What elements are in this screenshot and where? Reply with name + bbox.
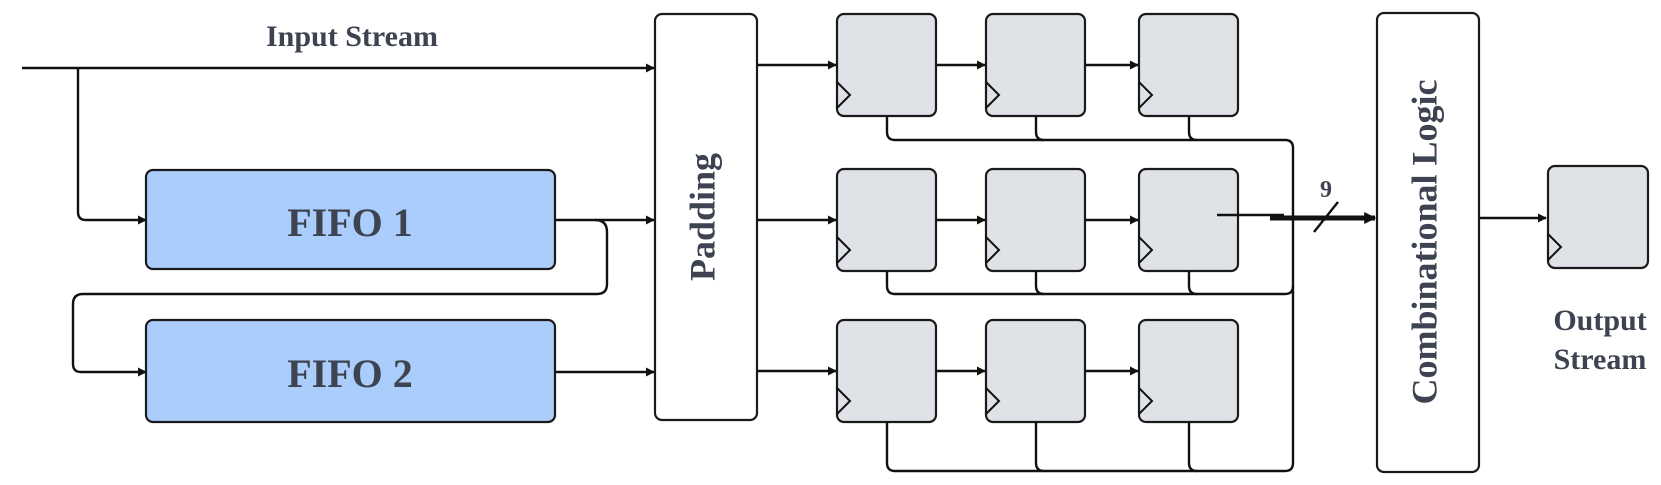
- bus-collector: [1284, 138, 1295, 473]
- register-r2-c3: [1137, 167, 1240, 273]
- output-register: [1546, 164, 1650, 270]
- register-tap: [885, 116, 896, 142]
- clock-marker: [836, 81, 852, 109]
- clock-marker: [1138, 81, 1154, 109]
- clock-marker: [836, 387, 852, 415]
- fifo-2-label: FIFO 2: [287, 351, 413, 396]
- clock-marker: [985, 81, 1001, 109]
- output-stream-label-line2: Stream: [1554, 343, 1647, 376]
- register-tap: [1034, 422, 1045, 473]
- input-stream-label: Input Stream: [266, 20, 438, 53]
- register-tap: [885, 422, 896, 473]
- padding-block: Padding: [653, 12, 759, 422]
- clock-marker: [985, 387, 1001, 415]
- register-grid: [835, 12, 1295, 473]
- register-r1-c2: [984, 12, 1087, 118]
- register-r3-c3: [1137, 318, 1240, 424]
- fifo-2-block: FIFO 2: [144, 318, 557, 424]
- fifo-1-label: FIFO 1: [287, 200, 413, 245]
- bus-wires: 9: [1217, 177, 1377, 233]
- register-r1-c1: [835, 12, 938, 118]
- clock-marker: [836, 236, 852, 264]
- bus-width-label: 9: [1320, 177, 1332, 203]
- bus-collector-join: [1284, 285, 1295, 296]
- clock-marker: [985, 236, 1001, 264]
- register-r2-c2: [984, 167, 1087, 273]
- register-tap: [1187, 422, 1198, 473]
- register-r1-c3: [1137, 12, 1240, 118]
- combinational-logic-label: Combinational Logic: [1404, 79, 1444, 404]
- fifo-1-block: FIFO 1: [144, 168, 557, 271]
- padding-output-wires: [757, 60, 837, 376]
- register-r3-c1: [835, 318, 938, 424]
- register-r2-c1: [835, 167, 938, 273]
- combinational-logic-block: Combinational Logic: [1375, 11, 1481, 474]
- clock-marker: [1138, 236, 1154, 264]
- register-tap: [1187, 271, 1198, 296]
- padding-label: Padding: [682, 153, 722, 281]
- register-tap: [1187, 116, 1198, 142]
- register-r3-c2: [984, 318, 1087, 424]
- register-tap: [885, 271, 896, 296]
- output-stream-label-line1: Output: [1553, 304, 1646, 337]
- input-wires: [22, 63, 655, 377]
- clock-marker: [1138, 387, 1154, 415]
- register-tap: [1034, 271, 1045, 296]
- register-tap: [1034, 116, 1045, 142]
